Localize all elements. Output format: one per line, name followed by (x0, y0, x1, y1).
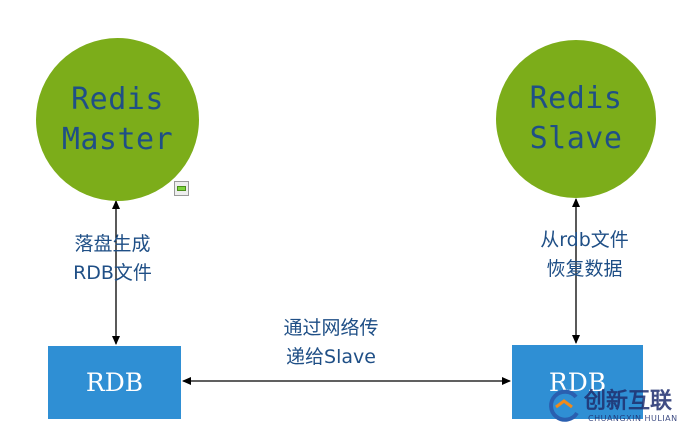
master-to-rdb-label: 落盘生成 RDB文件 (50, 230, 175, 288)
master-to-rdb-label-line2: RDB文件 (73, 262, 152, 284)
watermark: 创新互联 CHUANGXIN HULIAN (546, 383, 683, 430)
redis-master-node: Redis Master (36, 38, 199, 201)
rdb-transfer-label-line1: 通过网络传 (283, 317, 379, 339)
master-to-rdb-label-line1: 落盘生成 (74, 233, 151, 255)
rdb-file-slave: RDB (512, 345, 643, 419)
master-title-line1: Redis (71, 81, 164, 117)
rdb-to-slave-label-line1: 从rdb文件 (540, 229, 629, 251)
watermark-logo-icon (549, 389, 579, 422)
rdb-transfer-label-line2: 递给Slave (286, 346, 376, 368)
slave-title-line2: Slave (529, 121, 623, 156)
master-title-line2: Master (61, 121, 174, 157)
rdb-to-slave-label: 从rdb文件 恢复数据 (512, 226, 657, 284)
rdb-to-slave-label-line2: 恢复数据 (546, 258, 623, 280)
rdb-file-master: RDB (48, 346, 181, 419)
collapse-toggle-icon[interactable] (174, 181, 189, 196)
rdb-transfer-label: 通过网络传 递给Slave (236, 314, 426, 372)
watermark-text: 创新互联 (584, 389, 673, 414)
redis-slave-node: Redis Slave (496, 40, 656, 198)
slave-title-line1: Redis (529, 81, 623, 116)
minus-icon (177, 186, 186, 191)
watermark-url: CHUANGXIN HULIAN (588, 414, 678, 423)
